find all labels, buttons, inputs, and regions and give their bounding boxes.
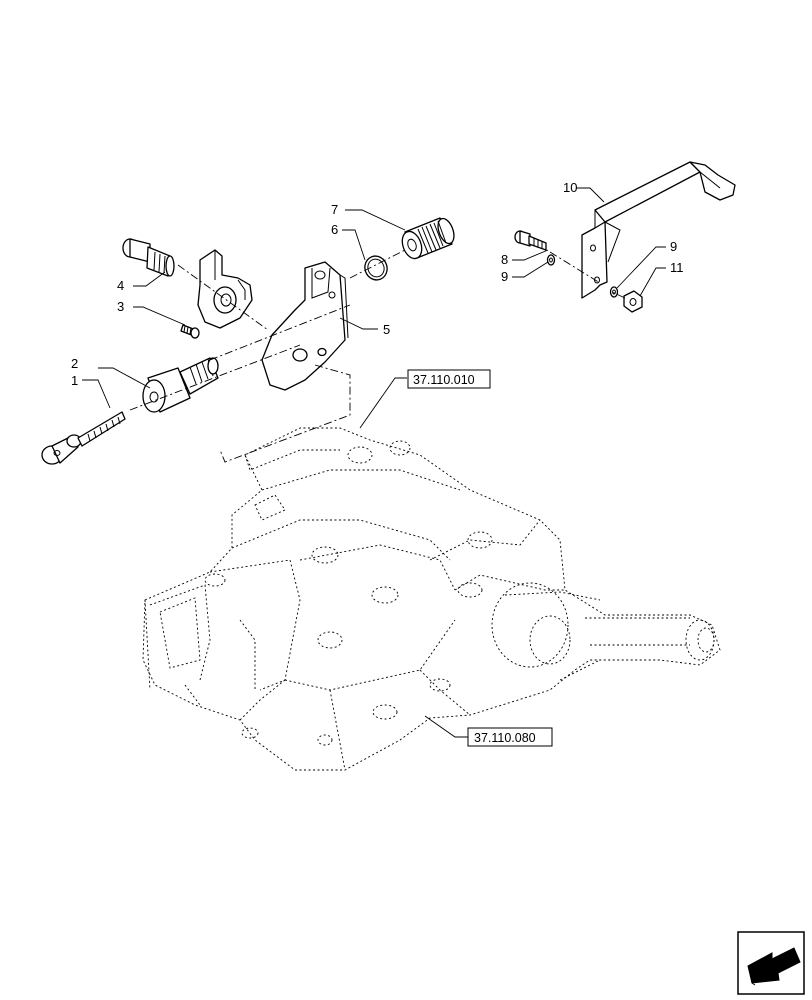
reference-box-bottom: 37.110.080 xyxy=(467,727,553,747)
callout-7: 7 xyxy=(331,202,338,217)
reference-box-top: 37.110.010 xyxy=(407,369,491,389)
callout-6: 6 xyxy=(331,222,338,237)
part-11-hex-nut xyxy=(623,290,643,313)
callout-9-right: 9 xyxy=(670,239,677,254)
callout-3: 3 xyxy=(117,299,124,314)
part-7-knurled-sleeve xyxy=(401,217,455,260)
part-5-bracket-plate xyxy=(261,261,349,391)
part-10-hand-lever xyxy=(581,161,736,299)
part-1-adjusting-screw xyxy=(41,411,126,465)
leader-lines xyxy=(82,187,666,738)
callout-labels: 1 2 3 4 5 6 7 8 9 9 10 11 xyxy=(71,180,684,388)
lift-housing-phantom xyxy=(142,427,721,771)
callout-11: 11 xyxy=(670,260,684,275)
part-9-washer-left xyxy=(546,254,556,266)
part-2-adjuster-nut xyxy=(142,357,219,413)
callout-9-left: 9 xyxy=(501,269,508,284)
assembly-centerlines xyxy=(129,249,626,463)
reference-label-bottom: 37.110.080 xyxy=(474,731,536,745)
callout-5: 5 xyxy=(383,322,390,337)
part-6-o-ring xyxy=(364,255,388,281)
part-4-bolt xyxy=(122,238,175,277)
callout-10: 10 xyxy=(563,180,577,195)
part-3-set-screw xyxy=(180,324,200,339)
part-9-washer-right xyxy=(609,286,619,298)
callout-4: 4 xyxy=(117,278,124,293)
callout-1: 1 xyxy=(71,373,78,388)
callout-2: 2 xyxy=(71,356,78,371)
reference-label-top: 37.110.010 xyxy=(413,373,475,387)
next-page-arrow-icon[interactable] xyxy=(737,931,805,995)
callout-8: 8 xyxy=(501,252,508,267)
cam-plate xyxy=(197,249,253,329)
part-8-bolt xyxy=(514,230,547,251)
